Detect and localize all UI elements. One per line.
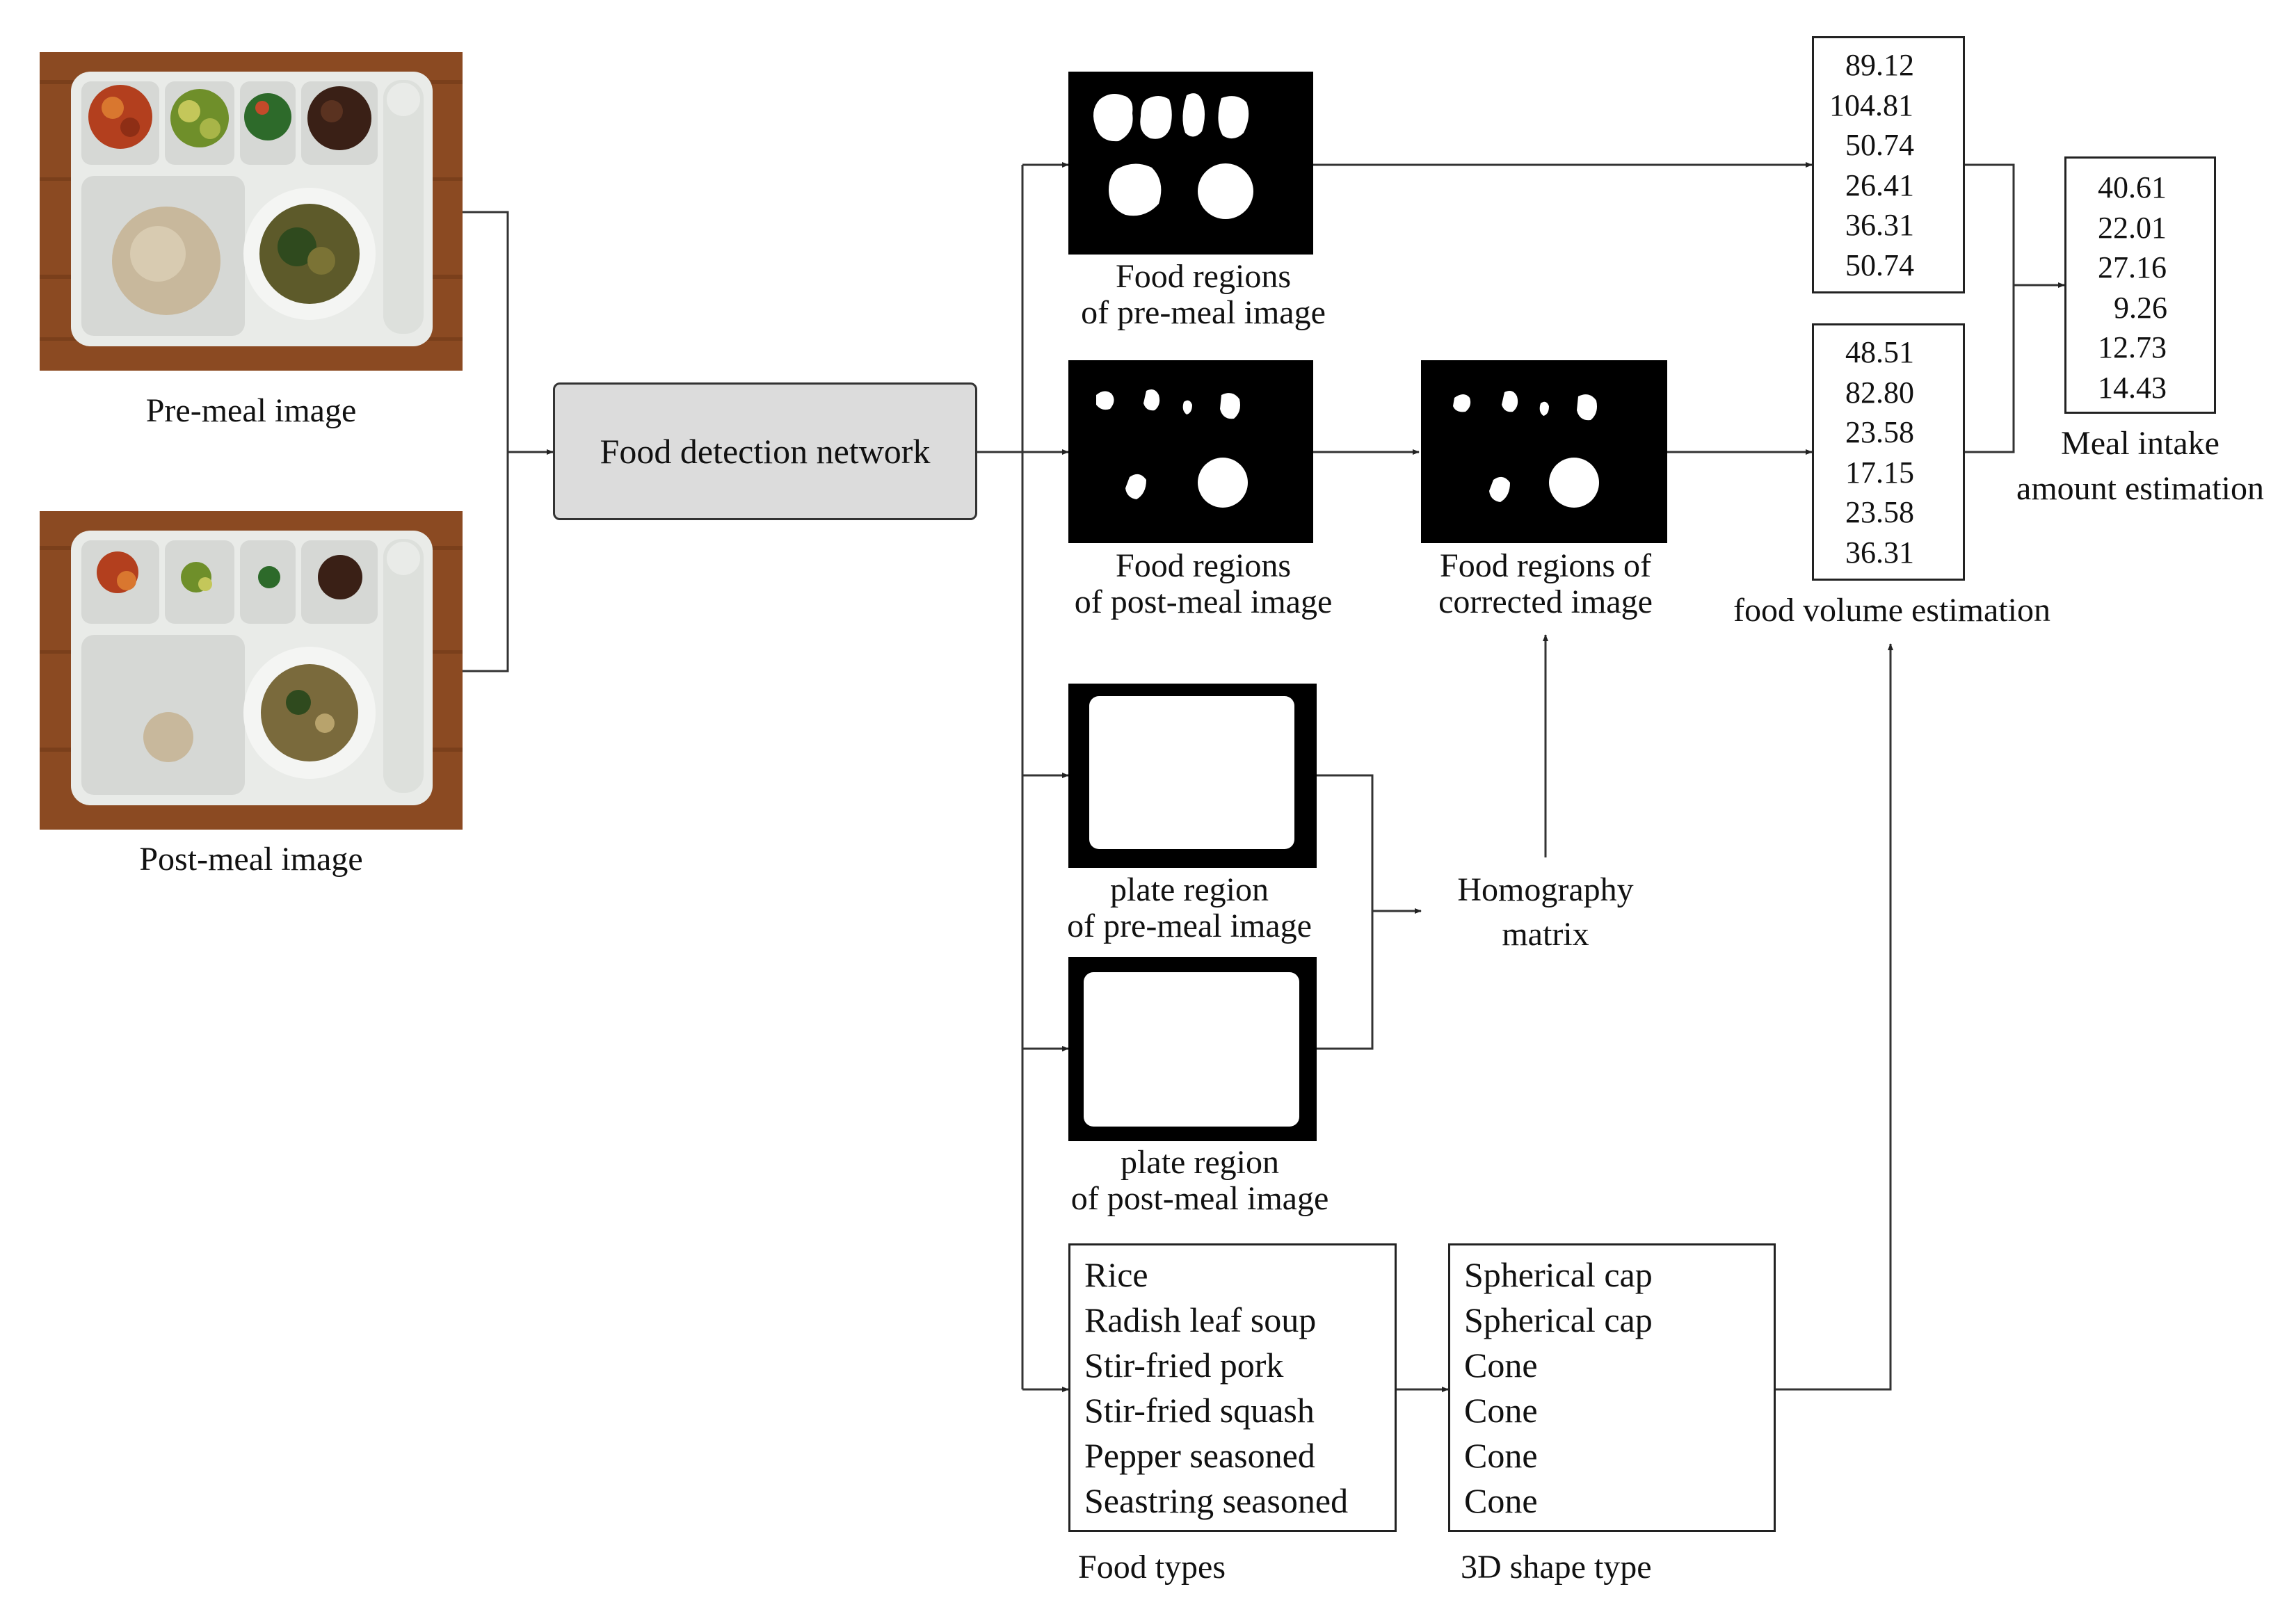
post-volume-value: 17.15 (1845, 455, 1914, 490)
food-detection-network-box: Food detection network (553, 382, 977, 520)
food-detection-network-label: Food detection network (600, 432, 931, 471)
food-types-box: Rice Radish leaf soup Stir-fried pork St… (1068, 1243, 1397, 1532)
shape-type-item: Cone (1464, 1391, 1538, 1430)
homography-label-2: matrix (1502, 916, 1589, 953)
corrected-food-mask (1421, 360, 1667, 543)
post-meal-food-mask (1068, 360, 1313, 543)
post-meal-label: Post-meal image (139, 841, 363, 878)
post-volume-value: 23.58 (1845, 415, 1914, 449)
homography-label-1: Homography (1457, 871, 1634, 908)
pre-meal-plate-label-1: plate region (1110, 871, 1269, 908)
shape-type-item: Cone (1464, 1481, 1538, 1520)
intake-value: 14.43 (2098, 370, 2167, 405)
intake-value: 27.16 (2098, 250, 2167, 284)
shape-type-item: Cone (1464, 1436, 1538, 1475)
pre-meal-food-label-2: of pre-meal image (1081, 294, 1326, 331)
pre-meal-plate-label-2: of pre-meal image (1067, 908, 1312, 944)
food-type-item: Seastring seasoned (1084, 1481, 1349, 1520)
food-type-item: Rice (1084, 1255, 1148, 1294)
pre-meal-photo (40, 52, 463, 371)
post-meal-volume-box: 48.51 82.80 23.58 17.15 23.58 36.31 (1812, 323, 1965, 581)
post-meal-food-label-2: of post-meal image (1074, 583, 1333, 620)
food-types-label: Food types (1078, 1549, 1226, 1586)
meal-intake-box: 40.61 22.01 27.16 9.26 12.73 14.43 (2064, 156, 2216, 414)
post-meal-photo (40, 511, 463, 830)
meal-intake-label-1: Meal intake (2061, 425, 2219, 462)
food-type-item: Pepper seasoned (1084, 1436, 1315, 1475)
meal-intake-label-2: amount estimation (2016, 470, 2264, 507)
pre-volume-value: 89.12 (1845, 48, 1914, 82)
post-meal-food-label-1: Food regions (1116, 547, 1291, 584)
food-volume-estimation-label: food volume estimation (1733, 592, 2050, 629)
pre-meal-food-label-1: Food regions (1116, 258, 1291, 295)
post-volume-value: 23.58 (1845, 495, 1914, 529)
pre-meal-food-mask (1068, 72, 1313, 255)
pre-volume-value: 36.31 (1845, 208, 1914, 242)
shape-type-item: Spherical cap (1464, 1300, 1653, 1339)
pre-volume-value: 104.81 (1829, 88, 1913, 122)
food-type-item: Stir-fried pork (1084, 1346, 1284, 1385)
intake-value: 9.26 (2114, 290, 2167, 325)
pre-meal-plate-mask (1068, 684, 1317, 868)
food-type-item: Radish leaf soup (1084, 1300, 1317, 1339)
pre-volume-value: 50.74 (1845, 248, 1914, 282)
pre-meal-label: Pre-meal image (145, 392, 357, 429)
pre-volume-value: 50.74 (1845, 128, 1914, 162)
food-type-item: Stir-fried squash (1084, 1391, 1315, 1430)
corrected-food-label-2: corrected image (1438, 583, 1653, 620)
intake-value: 40.61 (2098, 170, 2167, 204)
shape-type-item: Spherical cap (1464, 1255, 1653, 1294)
post-volume-value: 36.31 (1845, 535, 1914, 570)
shape-types-box: Spherical cap Spherical cap Cone Cone Co… (1448, 1243, 1776, 1532)
post-volume-value: 48.51 (1845, 335, 1914, 369)
pre-volume-value: 26.41 (1845, 168, 1914, 202)
pre-meal-volume-box: 89.12 104.81 50.74 26.41 36.31 50.74 (1812, 36, 1965, 293)
post-meal-plate-mask (1068, 957, 1317, 1141)
post-meal-plate-label-2: of post-meal image (1070, 1180, 1329, 1217)
corrected-food-label-1: Food regions of (1440, 547, 1651, 584)
shape-types-label: 3D shape type (1461, 1549, 1652, 1586)
intake-value: 22.01 (2098, 210, 2167, 245)
intake-value: 12.73 (2098, 330, 2167, 364)
post-volume-value: 82.80 (1845, 375, 1914, 410)
shape-type-item: Cone (1464, 1346, 1538, 1385)
post-meal-plate-label-1: plate region (1121, 1144, 1279, 1181)
